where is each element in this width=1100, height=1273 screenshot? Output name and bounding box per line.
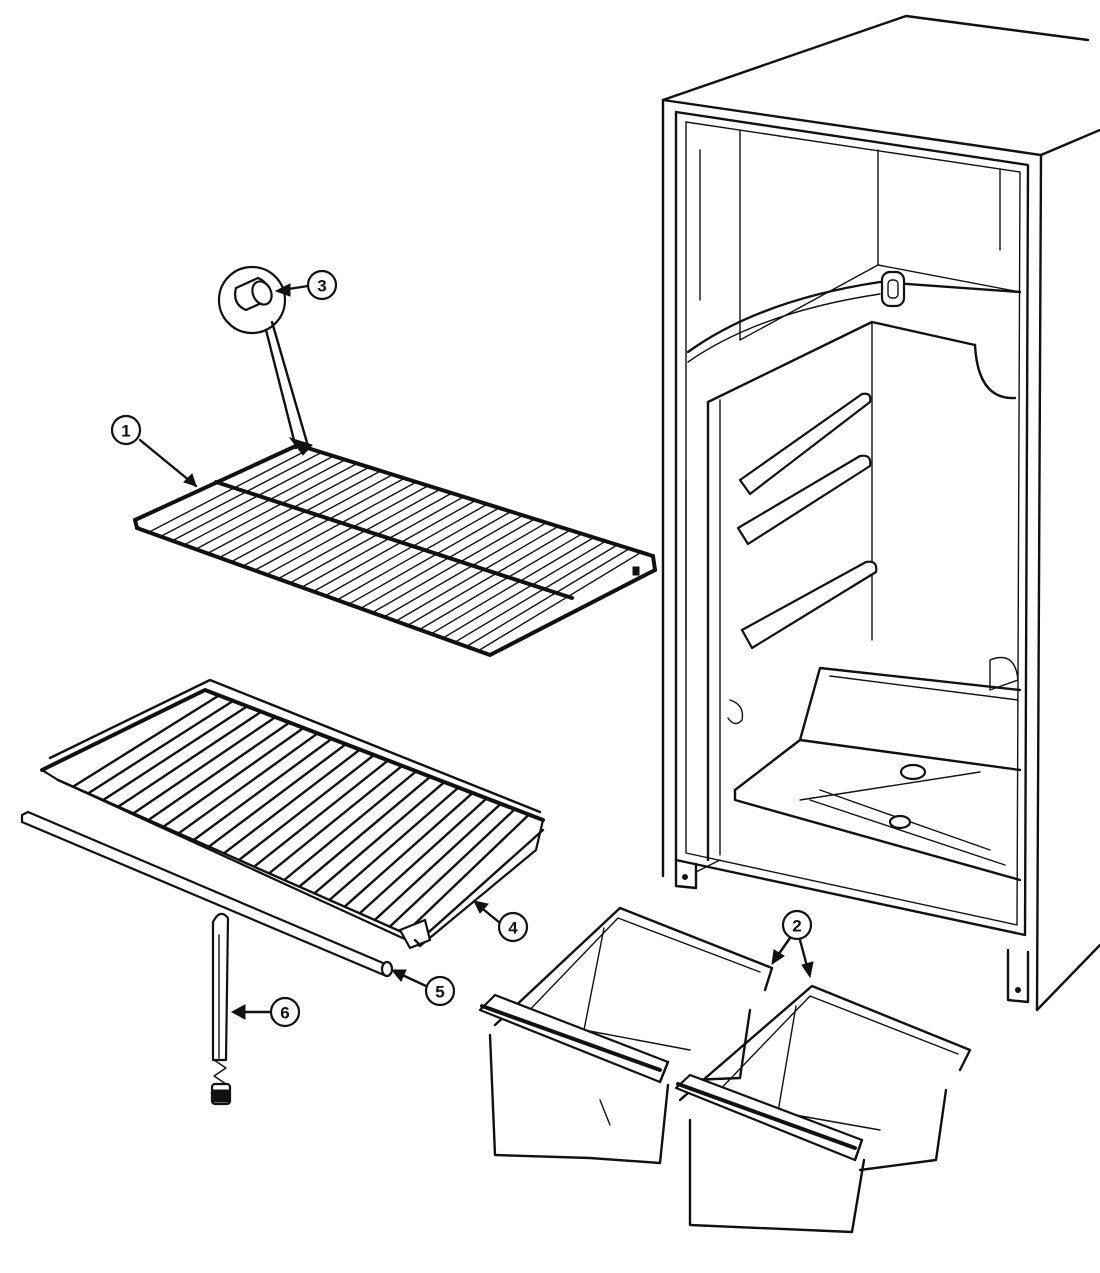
callout-6: 6: [269, 996, 301, 1028]
crisper-drawer-right: [674, 984, 972, 1234]
callout-4: 4: [497, 911, 529, 943]
callout-3-label: 3: [317, 277, 326, 296]
callout-6-label: 6: [280, 1004, 289, 1023]
shelf-trim: [20, 810, 394, 978]
glass-shelf-frame: [40, 678, 545, 950]
callout-3: 3: [306, 269, 338, 301]
callout-5: 5: [424, 975, 456, 1007]
wire-shelf: [133, 443, 657, 657]
leader-lines: [138, 283, 814, 1020]
callout-5-label: 5: [435, 983, 444, 1002]
callout-2: 2: [781, 909, 813, 941]
callout-1: 1: [110, 414, 142, 446]
shelf-support: [210, 912, 232, 1106]
crisper-drawer-left: [478, 906, 774, 1165]
shelf-end-cap-detail: [217, 265, 313, 456]
callout-4-label: 4: [508, 919, 518, 938]
callout-2-label: 2: [792, 917, 801, 936]
shelf-rails: [736, 392, 878, 650]
callout-1-label: 1: [121, 422, 130, 441]
refrigerator-cabinet: [661, 14, 1100, 1012]
